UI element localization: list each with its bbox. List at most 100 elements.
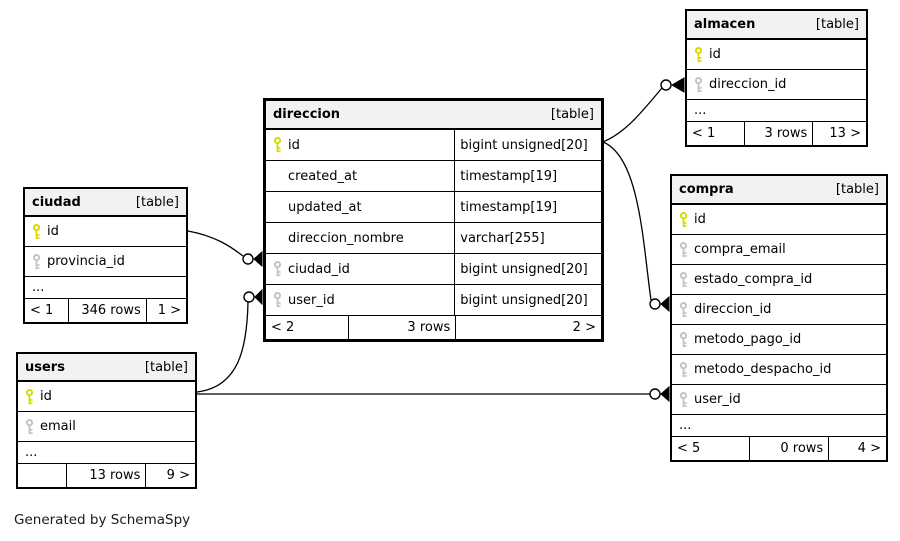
column-type: timestamp[19]	[460, 199, 558, 215]
table-almacen[interactable]: almacen [table] id direccion_id ... < 1 …	[685, 9, 868, 147]
foreign-key-icon	[672, 361, 694, 378]
table-name-link[interactable]: almacen	[694, 17, 756, 32]
crows-foot-arrow	[660, 385, 670, 403]
zero-cardinality-circle	[649, 298, 661, 310]
zero-cardinality-circle	[660, 79, 672, 91]
table-header: almacen [table]	[687, 11, 866, 40]
table-type-badge: [table]	[550, 107, 594, 122]
crows-foot-arrow	[671, 77, 685, 93]
table-ciudad[interactable]: ciudad [table] id provincia_id ... < 1 3…	[23, 187, 188, 324]
foreign-key-icon	[266, 261, 288, 277]
column-row: metodo_despacho_id	[672, 354, 886, 384]
column-row: direccion_id	[687, 69, 866, 99]
foreign-key-icon	[672, 271, 694, 288]
generated-by-credit: Generated by SchemaSpy	[14, 512, 191, 528]
foreign-key-icon	[266, 292, 288, 308]
column-name: user_id	[288, 292, 335, 308]
column-row: id	[25, 217, 186, 246]
table-footer: 13 rows 9 >	[18, 463, 195, 487]
primary-key-icon	[672, 211, 694, 228]
table-users[interactable]: users [table] id email ... 13 rows 9 >	[16, 352, 197, 489]
column-row: compra_email	[672, 234, 886, 264]
column-row: created_at timestamp[19]	[266, 160, 601, 191]
ellipsis-row: ...	[672, 414, 886, 436]
table-footer: < 1 3 rows 13 >	[687, 121, 866, 145]
column-row: updated_at timestamp[19]	[266, 191, 601, 222]
footer-parent-count: < 1	[692, 126, 716, 141]
footer-parent-count: < 2	[271, 320, 295, 335]
column-row: user_id bigint unsigned[20]	[266, 284, 601, 315]
column-name: metodo_despacho_id	[694, 362, 832, 377]
column-name: id	[709, 47, 721, 62]
ellipsis-row: ...	[18, 441, 195, 463]
foreign-key-icon	[672, 241, 694, 258]
footer-row-count: 346 rows	[68, 299, 145, 322]
column-row: id	[687, 40, 866, 69]
column-name: id	[47, 224, 59, 239]
column-row: email	[18, 411, 195, 441]
table-header: direccion [table]	[266, 101, 601, 130]
column-type: timestamp[19]	[460, 168, 558, 184]
footer-parent-count	[18, 464, 66, 487]
column-type: varchar[255]	[460, 230, 545, 246]
table-type-badge: [table]	[815, 17, 859, 32]
crows-foot-arrow	[253, 250, 263, 268]
column-name: updated_at	[288, 199, 362, 215]
table-name-link[interactable]: ciudad	[32, 194, 81, 210]
table-name-link[interactable]: users	[25, 359, 65, 375]
column-name: provincia_id	[47, 254, 125, 269]
column-row: direccion_nombre varchar[255]	[266, 222, 601, 253]
column-type: bigint unsigned[20]	[460, 261, 588, 277]
primary-key-icon	[25, 223, 47, 240]
table-direccion[interactable]: direccion [table] id bigint unsigned[20]…	[263, 98, 604, 342]
footer-row-count: 0 rows	[749, 437, 828, 460]
column-name: direccion_id	[694, 302, 772, 317]
foreign-key-icon	[687, 76, 709, 93]
footer-parent-count: < 1	[30, 303, 54, 318]
crows-foot-arrow	[254, 288, 263, 306]
column-row: user_id	[672, 384, 886, 414]
table-header: compra [table]	[672, 176, 886, 205]
foreign-key-icon	[672, 301, 694, 318]
relationship-ciudad-direccion	[187, 230, 244, 257]
foreign-key-icon	[25, 253, 47, 270]
column-name: id	[288, 137, 300, 153]
foreign-key-icon	[18, 418, 40, 435]
table-type-badge: [table]	[835, 182, 879, 197]
footer-row-count: 13 rows	[65, 464, 146, 487]
zero-cardinality-circle	[242, 253, 254, 265]
foreign-key-icon	[672, 391, 694, 408]
foreign-key-icon	[672, 331, 694, 348]
footer-child-count: 4 >	[828, 437, 886, 460]
column-name: user_id	[694, 392, 741, 407]
column-name: id	[40, 389, 52, 404]
column-name: metodo_pago_id	[694, 332, 802, 347]
table-header: users [table]	[18, 354, 195, 382]
table-type-badge: [table]	[144, 359, 188, 375]
zero-cardinality-circle	[649, 388, 661, 400]
footer-row-count: 3 rows	[348, 316, 455, 339]
table-name-link[interactable]: compra	[679, 182, 734, 197]
crows-foot-arrow	[660, 295, 670, 313]
column-name: email	[40, 419, 76, 434]
footer-child-count: 1 >	[145, 299, 186, 322]
table-compra[interactable]: compra [table] id compra_email estado_co…	[670, 174, 888, 462]
table-footer: < 1 346 rows 1 >	[25, 298, 186, 322]
footer-child-count: 13 >	[812, 122, 866, 145]
table-name-link[interactable]: direccion	[273, 107, 341, 122]
footer-child-count: 9 >	[145, 464, 195, 487]
column-row: provincia_id	[25, 246, 186, 276]
column-row: estado_compra_id	[672, 264, 886, 294]
footer-child-count: 2 >	[455, 316, 601, 339]
zero-cardinality-circle	[243, 291, 255, 303]
primary-key-icon	[18, 388, 40, 405]
table-footer: < 5 0 rows 4 >	[672, 436, 886, 460]
relationship-direccion-almacen	[602, 87, 663, 143]
column-name: estado_compra_id	[694, 272, 813, 287]
table-footer: < 2 3 rows 2 >	[266, 315, 601, 339]
ellipsis-row: ...	[25, 276, 186, 298]
column-row: id	[18, 382, 195, 411]
column-name: compra_email	[694, 242, 786, 257]
column-name: direccion_nombre	[288, 230, 404, 246]
